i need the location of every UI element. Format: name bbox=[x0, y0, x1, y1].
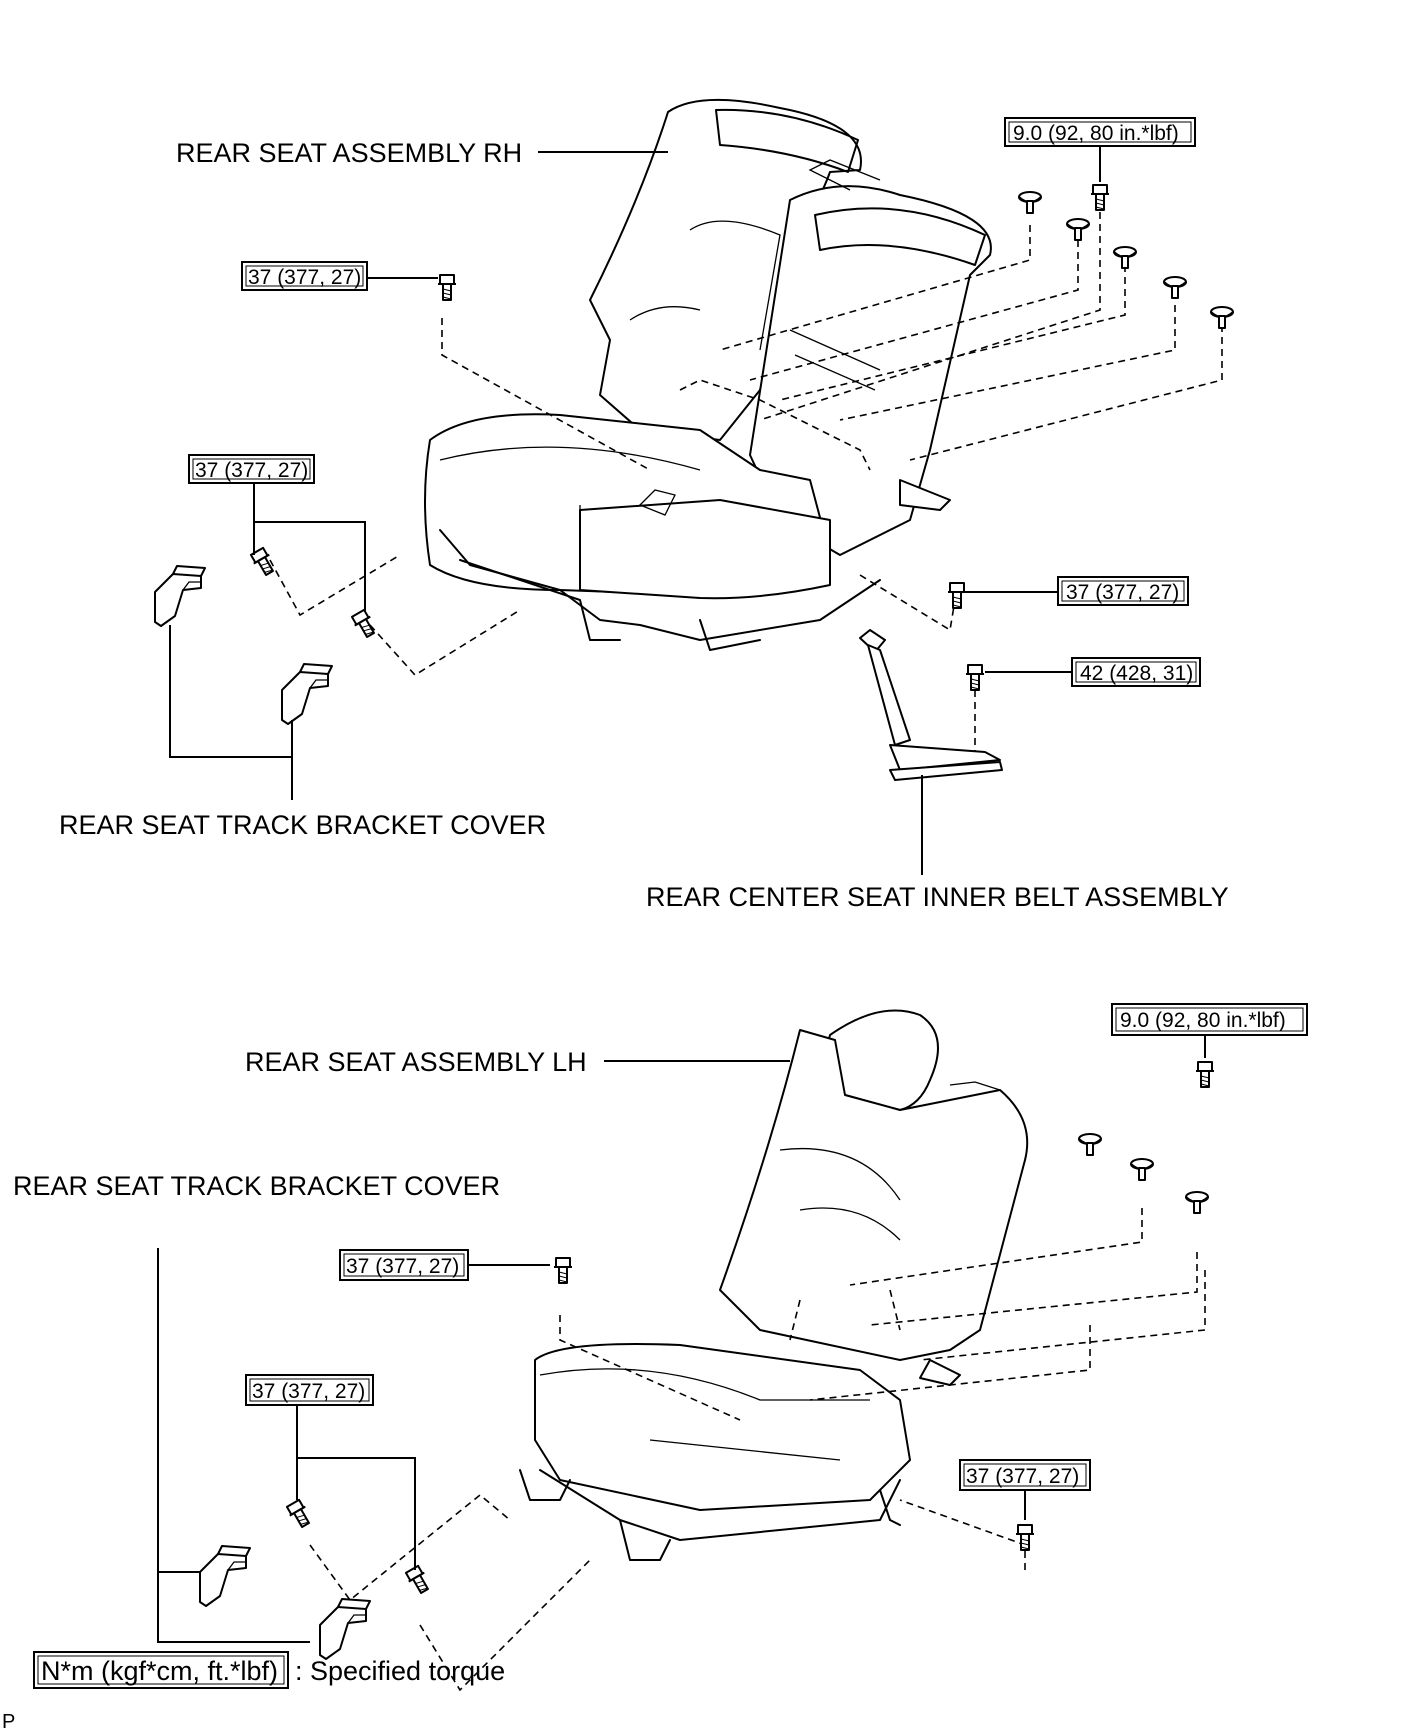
bolt-icon bbox=[437, 274, 457, 301]
svg-text:42 (428, 31): 42 (428, 31) bbox=[1080, 662, 1193, 685]
clip-icon bbox=[1018, 191, 1042, 214]
torque-box-center-belt-bolt: 42 (428, 31) bbox=[1071, 657, 1201, 687]
svg-text:37 (377, 27): 37 (377, 27) bbox=[966, 1465, 1079, 1488]
svg-text:9.0 (92, 80 in.*lbf): 9.0 (92, 80 in.*lbf) bbox=[1120, 1009, 1286, 1032]
center-inner-belt-illustration bbox=[859, 629, 1003, 781]
torque-box-lh-seat-bolt-right: 37 (377, 27) bbox=[959, 1459, 1091, 1491]
track-bracket-cover-icon bbox=[319, 1598, 371, 1660]
rh-hidden-lines bbox=[269, 200, 1223, 755]
svg-text:37 (377, 27): 37 (377, 27) bbox=[248, 266, 361, 289]
torque-box-rh-seat-bolt-top: 37 (377, 27) bbox=[241, 261, 368, 291]
rear-seat-rh-illustration bbox=[424, 98, 992, 651]
lh-leader-lines bbox=[157, 1035, 1206, 1643]
bolt-icon bbox=[284, 1497, 315, 1531]
legend-text: : Specified torque bbox=[295, 1656, 505, 1686]
torque-box-lh-track-bolts: 37 (377, 27) bbox=[245, 1374, 374, 1406]
torque-box-rh-seat-bolt-right: 37 (377, 27) bbox=[1057, 576, 1189, 606]
bolt-icon bbox=[403, 1563, 434, 1597]
clip-icon bbox=[1185, 1191, 1209, 1214]
svg-text:37 (377, 27): 37 (377, 27) bbox=[195, 459, 308, 482]
bolt-icon bbox=[1090, 184, 1110, 211]
rear-seat-lh-label: REAR SEAT ASSEMBLY LH bbox=[245, 1047, 587, 1077]
clip-icon bbox=[1066, 218, 1090, 241]
lh-hidden-lines bbox=[309, 1208, 1206, 1692]
clip-icon bbox=[1130, 1158, 1154, 1181]
torque-box-lh-seat-bolt-top: 37 (377, 27) bbox=[339, 1249, 469, 1281]
bolt-icon bbox=[553, 1257, 573, 1284]
bolt-icon bbox=[1015, 1524, 1035, 1551]
torque-box-lh-bracket-nut: 9.0 (92, 80 in.*lbf) bbox=[1111, 1003, 1308, 1036]
rear-seat-lh-illustration bbox=[519, 1009, 1029, 1561]
clip-icon bbox=[1210, 306, 1234, 329]
bolt-icon bbox=[965, 664, 985, 691]
torque-box-rh-bracket-nut: 9.0 (92, 80 in.*lbf) bbox=[1004, 117, 1196, 147]
bolt-icon bbox=[947, 582, 967, 609]
clip-icon bbox=[1078, 1133, 1102, 1156]
center-belt-label: REAR CENTER SEAT INNER BELT ASSEMBLY bbox=[646, 882, 1229, 912]
rh-leader-lines bbox=[169, 142, 1101, 875]
track-bracket-cover-icon bbox=[154, 565, 206, 627]
clip-icon bbox=[1163, 276, 1187, 299]
svg-text:37 (377, 27): 37 (377, 27) bbox=[252, 1380, 365, 1403]
bolt-icon bbox=[349, 607, 380, 641]
svg-text:9.0 (92, 80 in.*lbf): 9.0 (92, 80 in.*lbf) bbox=[1013, 122, 1179, 145]
corner-mark: P bbox=[2, 1711, 15, 1733]
clip-icon bbox=[1113, 246, 1137, 269]
track-bracket-cover-label-top: REAR SEAT TRACK BRACKET COVER bbox=[59, 810, 546, 840]
legend-unit: N*m (kgf*cm, ft.*lbf) bbox=[41, 1656, 278, 1686]
svg-text:37 (377, 27): 37 (377, 27) bbox=[346, 1255, 459, 1278]
track-bracket-cover-label-bottom: REAR SEAT TRACK BRACKET COVER bbox=[13, 1171, 500, 1201]
svg-text:37 (377, 27): 37 (377, 27) bbox=[1066, 581, 1179, 604]
torque-box-rh-track-bolts: 37 (377, 27) bbox=[188, 454, 315, 484]
torque-legend: N*m (kgf*cm, ft.*lbf) : Specified torque bbox=[33, 1651, 505, 1689]
track-bracket-cover-icon bbox=[281, 663, 333, 725]
rear-seat-rh-label: REAR SEAT ASSEMBLY RH bbox=[176, 138, 522, 168]
track-bracket-cover-icon bbox=[199, 1545, 251, 1607]
bolt-icon bbox=[1195, 1061, 1215, 1088]
